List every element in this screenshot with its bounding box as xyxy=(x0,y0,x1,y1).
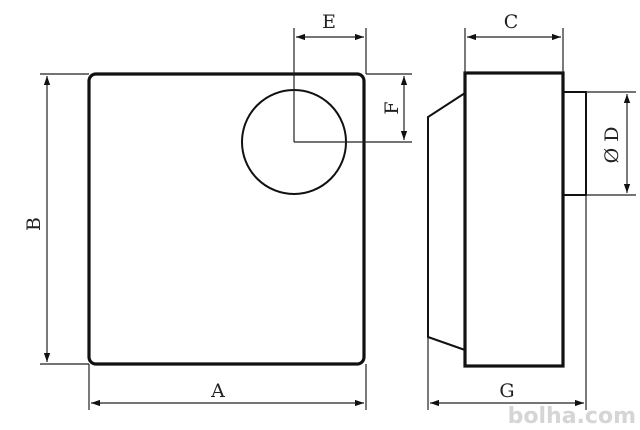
label-c: C xyxy=(504,11,519,33)
label-f: F xyxy=(381,101,403,114)
label-g: G xyxy=(499,380,514,402)
spigot-outline xyxy=(562,91,587,196)
label-a: A xyxy=(210,380,225,402)
front-cover-profile xyxy=(427,92,466,351)
side-body-outline xyxy=(463,71,565,368)
watermark: bolha.com xyxy=(508,404,636,429)
label-d: Ø D xyxy=(601,127,623,164)
label-b: B xyxy=(23,217,45,231)
front-body-outline xyxy=(87,72,366,366)
side-view: C Ø D G xyxy=(427,11,636,410)
label-e: E xyxy=(322,11,336,33)
front-view: E F B A xyxy=(23,11,412,410)
